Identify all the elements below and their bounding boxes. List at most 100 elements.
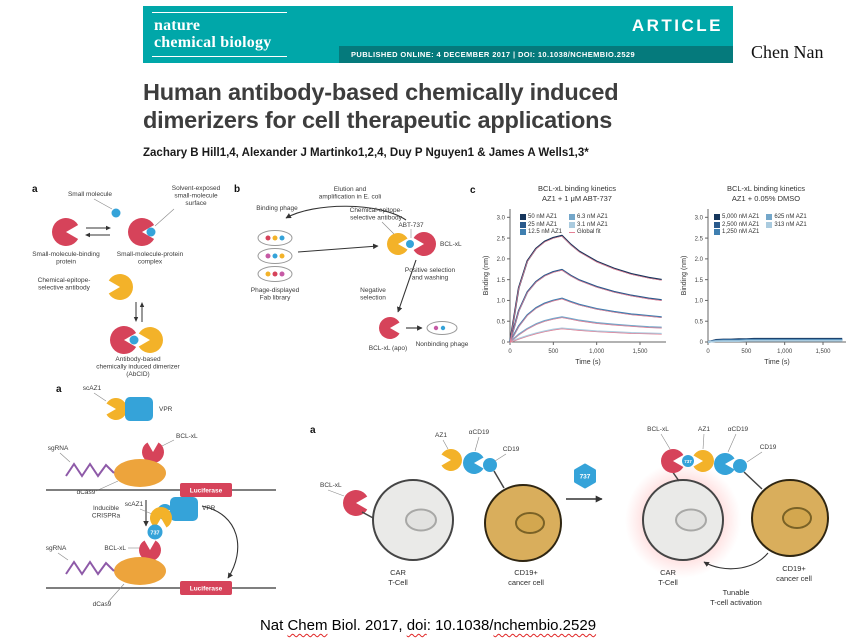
equilibrium-arrow-down-icon [133, 317, 139, 322]
legend-swatch [569, 214, 576, 220]
solvent-surface-label-2: small-molecule [174, 193, 218, 200]
legend-label: 625 nM AZ1 [774, 214, 807, 220]
citation-segment: nchembio.2529 [493, 617, 597, 634]
legend-item: 3.1 nM AZ1 [569, 221, 608, 228]
panel-e-letter: a [310, 425, 316, 436]
assembled-737-label: 737 [684, 459, 692, 464]
svg-text:1.5: 1.5 [695, 277, 704, 283]
article-type-label: ARTICLE [631, 16, 723, 35]
chart1-title: BCL-xL binding kinetics AZ1 + 1 μM ABT-7… [480, 184, 674, 204]
legend-label: 1,250 nM AZ1 [722, 229, 760, 235]
chart2-title: BCL-xL binding kinetics AZ1 + 0.05% DMSO [678, 184, 854, 204]
phage-bclxl-icon [413, 232, 437, 256]
legend-item: 1,250 nM AZ1 [714, 229, 759, 235]
sgrna-icon-bottom [65, 560, 115, 576]
car-bclxl-label: BCL-xL [320, 482, 342, 489]
chart1-title-line2: AZ1 + 1 μM ABT-737 [542, 193, 612, 203]
antibody-icon [108, 274, 133, 300]
legend-item: 2,500 nM AZ1 [714, 221, 759, 228]
legend-item: 50 nM AZ1 [520, 214, 562, 220]
assembled-bclxl-label: BCL-xL [647, 426, 669, 433]
journal-logo-frame: nature chemical biology [152, 12, 288, 57]
abcid-label-3: (AbCID) [126, 371, 149, 378]
paper-title-line1: Human antibody-based chemically induced [143, 79, 619, 105]
sgrna-label-top: sgRNA [48, 445, 69, 452]
cancer-cell-label-2: cancer cell [508, 578, 544, 587]
citation-segment: : 10.1038/ [426, 617, 494, 634]
journal-name-line2: chemical biology [154, 34, 272, 51]
legend-label: 50 nM AZ1 [528, 214, 558, 220]
svg-text:0: 0 [700, 340, 704, 346]
citation-segment: Nat [259, 617, 288, 634]
figure-panel-abcid-mechanism: a Small molecule Solvent-exposed small-m… [32, 184, 221, 378]
panel-d-letter: a [56, 384, 62, 395]
complex-label-1: Small-molecule-protein [117, 251, 184, 258]
figure-panel-car-tcell: a BCL-xL CAR T-Cell AZ1 αCD19 CD19 CD19+… [310, 425, 829, 607]
luciferase-box-top [180, 483, 232, 497]
svg-text:Time (s): Time (s) [764, 359, 789, 366]
legend-item: 625 nM AZ1 [766, 214, 807, 220]
positive-selection-label-2: and washing [412, 275, 449, 282]
scaz1-label-bottom: scAZ1 [125, 501, 144, 508]
svg-text:Binding (nm): Binding (nm) [681, 255, 688, 295]
phage-abt737-icon [406, 240, 414, 248]
737-badge-label: 737 [580, 474, 591, 481]
cd19-icon [483, 458, 497, 472]
chart-block-dmso: BCL-xL binding kinetics AZ1 + 0.05% DMSO… [678, 184, 854, 371]
legend-swatch [766, 214, 773, 220]
svg-text:0.5: 0.5 [695, 319, 704, 325]
selective-antibody-label-1: Chemical-epitope- [350, 207, 403, 214]
svg-text:500: 500 [741, 349, 752, 355]
assembled-bclxl-icon [660, 449, 684, 473]
car-tcell-nucleus [405, 508, 437, 532]
legend-label: 3.1 nM AZ1 [577, 221, 608, 228]
dcas9-icon-bottom [114, 557, 166, 585]
nonbinding-phage-label: Nonbinding phage [416, 341, 469, 348]
antibody-label-1: Chemical-epitope- [38, 277, 91, 284]
legend-swatch [569, 221, 576, 228]
abcid-bclxl-icon [109, 326, 137, 354]
citation-segment: doi [406, 617, 427, 634]
bclxl-icon-bottom [139, 540, 161, 561]
right-car-label-1: CAR [660, 568, 676, 577]
svg-text:3.0: 3.0 [497, 215, 506, 221]
annotation-author-note: Chen Nan [751, 42, 824, 62]
737-icon-bottom [147, 524, 163, 540]
right-cancer-label-2: cancer cell [776, 574, 812, 583]
legend-label: 313 nM AZ1 [774, 221, 807, 228]
sgrna-icon-top [65, 462, 115, 478]
published-info: PUBLISHED ONLINE: 4 DECEMBER 2017 | DOI:… [339, 46, 733, 63]
panel-a-letter: a [32, 184, 38, 195]
negative-selection-label-1: Negative [360, 287, 386, 294]
legend-item: Global fit [569, 229, 608, 235]
legend-label: 25 nM AZ1 [528, 221, 558, 228]
binding-protein-label-2: protein [56, 259, 76, 266]
paper-title-line2: dimerizers for cell therapeutic applicat… [143, 107, 613, 133]
vpr-icon-bottom [170, 497, 198, 521]
fab-library-label-2: Fab library [260, 295, 291, 302]
svg-text:0: 0 [706, 349, 710, 355]
svg-text:Time (s): Time (s) [575, 359, 600, 366]
vpr-label-bottom: VPR [202, 505, 216, 512]
paper-authors: Zachary B Hill1,4, Alexander J Martinko1… [143, 147, 589, 159]
cancer-cell-label-1: CD19+ [514, 568, 538, 577]
small-molecule-icon [111, 208, 121, 218]
journal-header: nature chemical biology ARTICLE PUBLISHE… [143, 6, 733, 63]
legend-item: 25 nM AZ1 [520, 221, 562, 228]
svg-text:2.0: 2.0 [497, 257, 506, 263]
binding-phage-label: Binding phage [256, 205, 298, 212]
tunable-label-1: Tunable [723, 588, 750, 597]
bclxl-label: BCL-xL [440, 241, 462, 248]
tunable-activation-arrow [703, 552, 769, 570]
legend-label: 12.5 nM AZ1 [528, 229, 563, 235]
svg-text:500: 500 [548, 349, 559, 355]
selection-arrow [297, 243, 379, 253]
az1-label: AZ1 [435, 432, 447, 439]
scaz1-icon-top [106, 398, 127, 420]
phage-library-icons [257, 230, 293, 282]
